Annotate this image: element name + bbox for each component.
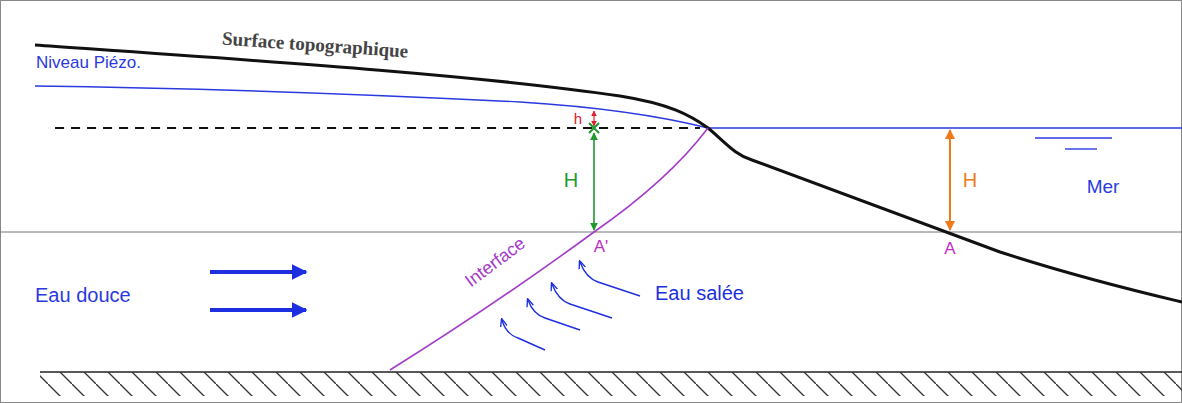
freshwater-label: Eau douce — [35, 285, 131, 305]
h-label: h — [574, 111, 582, 126]
piezo-label: Niveau Piézo. — [36, 54, 141, 71]
H-label: H — [963, 170, 977, 190]
interface-label: Interface — [462, 234, 529, 291]
topographic-surface — [35, 45, 1182, 302]
interface-line — [390, 128, 708, 370]
H-dimension — [949, 130, 951, 230]
surface-label: Surface topographique — [221, 28, 408, 60]
reference-line — [0, 232, 1182, 233]
flow-arrow — [210, 270, 306, 274]
cross-marker — [589, 123, 599, 133]
substratum-hatch — [40, 372, 1182, 396]
sea-symbol — [1035, 137, 1112, 138]
piezometric-line — [35, 86, 1182, 128]
point-label: A' — [594, 238, 609, 255]
saltwater-arrow — [580, 262, 640, 296]
point-label: A — [944, 240, 955, 257]
H-dimension — [593, 133, 595, 230]
h-dimension — [593, 111, 594, 126]
sea-label: Mer — [1087, 177, 1120, 196]
saltwater-arrow — [502, 320, 545, 350]
sea-level-dashed — [55, 127, 700, 129]
saltwater-arrow — [552, 284, 612, 318]
sea-symbol — [1065, 148, 1097, 149]
flow-arrow — [210, 308, 306, 312]
saltwater-arrow — [528, 300, 580, 330]
H-label: H — [564, 170, 578, 190]
saltwater-label: Eau salée — [655, 283, 744, 303]
